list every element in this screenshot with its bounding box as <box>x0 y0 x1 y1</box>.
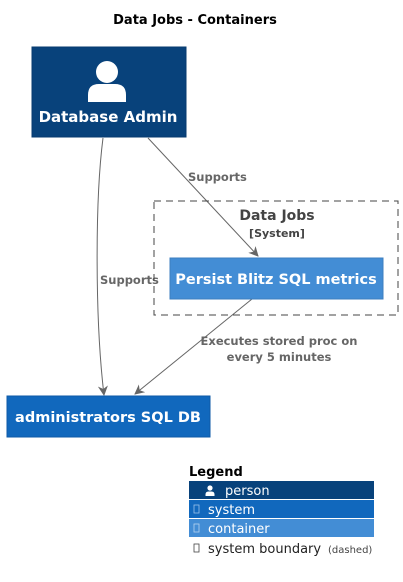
edge-label-supports-db: Supports <box>100 273 159 287</box>
legend-person-swatch <box>189 481 374 499</box>
legend-label-boundary: system boundary <box>208 542 321 557</box>
legend-system-swatch <box>189 500 374 518</box>
boundary-title: Data Jobs <box>239 208 314 224</box>
node-persist-blitz-sql-metrics[interactable]: Persist Blitz SQL metrics <box>169 257 384 300</box>
edge-admin-to-boundary <box>147 137 259 257</box>
box-icon <box>193 543 200 553</box>
node-administrators-sql-db[interactable]: administrators SQL DB <box>6 395 211 438</box>
boundary-data-jobs[interactable]: Data Jobs [System] <box>153 200 399 316</box>
legend-container-swatch <box>189 519 374 537</box>
edge-label-executes-line1: Executes stored proc on <box>201 334 358 348</box>
person-icon <box>88 61 126 102</box>
diagram-title: Data Jobs - Containers <box>113 13 277 28</box>
edge-label-supports-boundary: Supports <box>188 170 247 184</box>
edge-admin-to-db <box>96 137 108 396</box>
box-icon <box>193 523 200 533</box>
boundary-subtitle: [System] <box>249 227 305 240</box>
node-database-admin[interactable]: Database Admin <box>31 46 187 138</box>
node-label-persist-blitz: Persist Blitz SQL metrics <box>175 272 377 288</box>
person-icon <box>205 485 215 496</box>
legend-title: Legend <box>189 465 243 480</box>
node-label-database-admin: Database Admin <box>39 108 178 126</box>
box-icon <box>193 504 200 514</box>
edge-label-executes-line2: every 5 minutes <box>227 350 332 364</box>
legend-label-system: system <box>208 503 255 518</box>
legend-label-container: container <box>208 522 270 537</box>
legend: Legend person system container system bo… <box>189 465 374 557</box>
node-label-administrators-sql-db: administrators SQL DB <box>15 410 201 426</box>
legend-label-person: person <box>225 484 270 499</box>
edge-metrics-to-db <box>134 298 253 395</box>
legend-label-boundary-suffix: (dashed) <box>328 545 372 556</box>
